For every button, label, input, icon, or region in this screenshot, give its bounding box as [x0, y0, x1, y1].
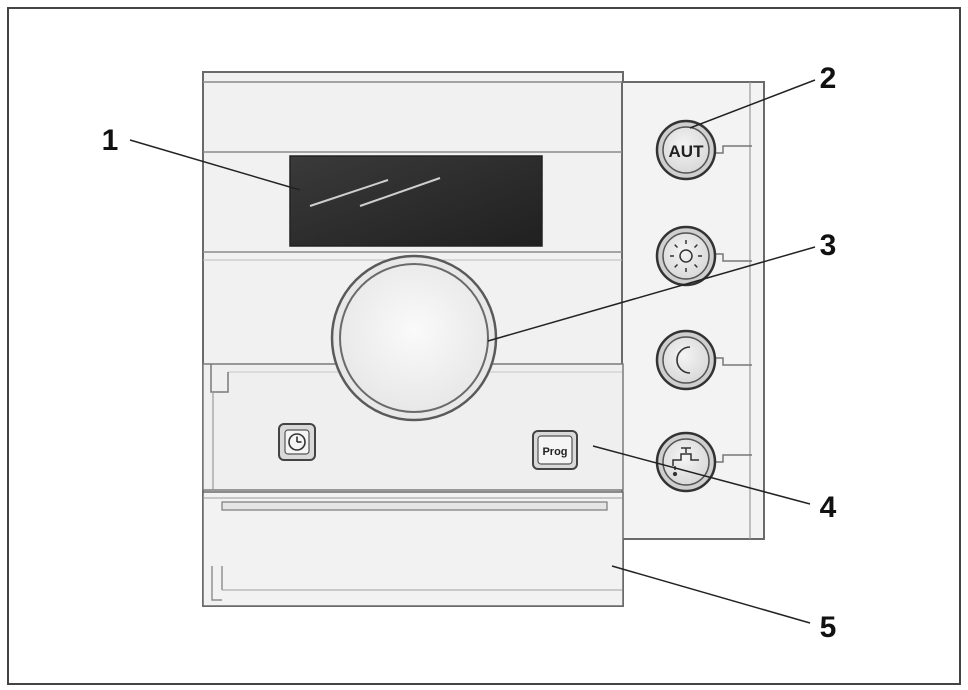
display-screen — [289, 155, 543, 247]
leader-line-5 — [611, 565, 811, 624]
auto-mode-button[interactable]: AUT — [655, 119, 752, 181]
callout-number-2: 2 — [820, 62, 837, 95]
leader-line-2 — [689, 79, 816, 129]
callout-leaders — [129, 79, 816, 624]
callout-number-4: 4 — [820, 491, 837, 524]
prog-button[interactable]: Prog — [532, 430, 578, 470]
auto-mode-label: AUT — [669, 142, 705, 161]
clock-button[interactable] — [278, 423, 316, 461]
screen-glare — [359, 177, 441, 207]
tap-icon — [672, 447, 699, 477]
comfort-mode-button[interactable] — [655, 225, 752, 287]
prog-button-label: Prog — [542, 446, 567, 458]
sun-icon — [670, 240, 702, 272]
night-mode-button[interactable] — [655, 329, 752, 391]
leader-line-4 — [592, 445, 811, 505]
callout-number-5: 5 — [820, 611, 837, 644]
leader-line-3 — [487, 246, 816, 342]
callout-number-3: 3 — [820, 229, 837, 262]
rotary-knob[interactable] — [330, 254, 498, 422]
flap-groove — [221, 501, 608, 511]
cover-flap[interactable] — [202, 491, 624, 607]
screen-glare — [309, 179, 389, 207]
moon-icon — [676, 346, 691, 374]
controller-unit: Prog AUT — [202, 71, 765, 607]
clock-icon — [288, 433, 306, 451]
leader-line-1 — [129, 139, 301, 191]
callout-number-1: 1 — [102, 124, 119, 157]
